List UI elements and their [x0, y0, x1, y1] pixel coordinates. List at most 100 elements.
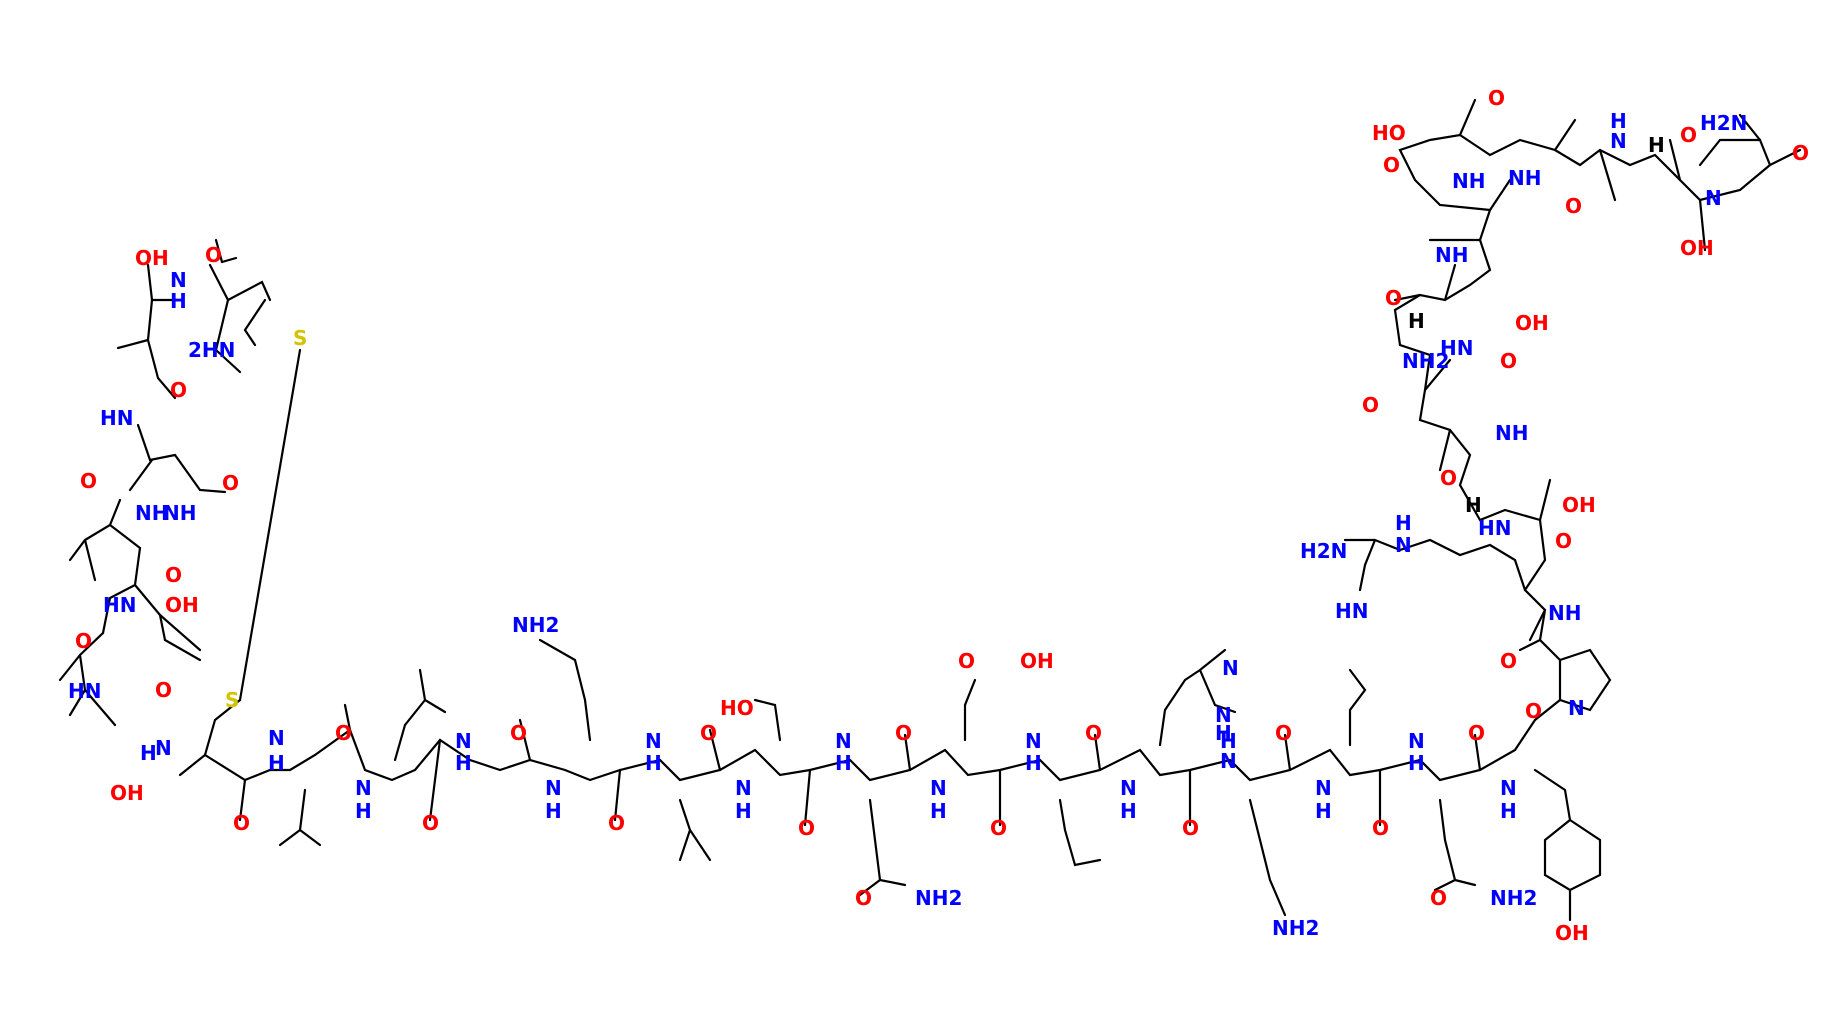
- carbonyl-o-label: O: [1372, 816, 1389, 840]
- carbonyl-o-label: O: [422, 811, 439, 835]
- gln-o-label: O: [1430, 886, 1447, 910]
- carbonyl-o-label: O: [1500, 349, 1517, 373]
- carbonyl-o-label: O: [700, 721, 717, 745]
- amide-n-label: N: [1500, 776, 1517, 800]
- stereo-h-label: H: [1408, 309, 1425, 333]
- sulfur-2-label: S: [225, 688, 239, 712]
- amide-h-label: H: [545, 799, 562, 823]
- glu-oh-label: OH: [1020, 649, 1054, 673]
- proline-n-label: N: [1568, 696, 1585, 720]
- thr-oh-label: OH: [1515, 311, 1549, 335]
- amide-h-label: H: [1220, 729, 1237, 753]
- amide-h-label: H: [930, 799, 947, 823]
- backbone-chain: O N H O N H O N H O N H NH2 O N H O HO N…: [233, 613, 1589, 945]
- amide-n-label: N: [835, 729, 852, 753]
- carbonyl-o-label: O: [798, 816, 815, 840]
- guanidine-n-label: N: [1395, 533, 1412, 557]
- carbonyl-o-label: O: [205, 243, 222, 267]
- carbonyl-o-label: O: [608, 811, 625, 835]
- gln-o-label: O: [855, 886, 872, 910]
- asn-o-label: O: [1362, 393, 1379, 417]
- gln-amide-label: NH2: [915, 886, 962, 910]
- nh-h-label: H: [170, 289, 187, 313]
- amide-n-label: N: [455, 729, 472, 753]
- amide-n-label: N: [355, 776, 372, 800]
- carbonyl-o-label: O: [1525, 699, 1542, 723]
- guanidine-amine-label: H2N: [1300, 539, 1347, 563]
- amide-h-label: H: [268, 751, 285, 775]
- carbonyl-o-label: O: [1488, 86, 1505, 110]
- ser-oh-label: OH: [165, 593, 199, 617]
- amide-nh-label: NH: [1495, 421, 1528, 445]
- carbonyl-o-label: O: [1500, 649, 1517, 673]
- carbonyl-o-label: O: [1275, 721, 1292, 745]
- carbonyl-o-label: O: [233, 811, 250, 835]
- amide-nh-label: HN: [68, 679, 101, 703]
- amide-h-label: H: [735, 799, 752, 823]
- amide-nh-label: HN: [1478, 516, 1511, 540]
- amide-h-label: H: [1315, 799, 1332, 823]
- carbonyl-o-label: O: [165, 563, 182, 587]
- tyr-oh-label: OH: [1555, 921, 1589, 945]
- amide-nh-label: NH: [1508, 166, 1541, 190]
- amide-n-label: N: [1120, 776, 1137, 800]
- imidazole-n-label: N: [1222, 656, 1239, 680]
- carbonyl-o-label: O: [170, 378, 187, 402]
- amide-h-label: H: [1120, 799, 1137, 823]
- amide-h-label: H: [645, 751, 662, 775]
- amide-n-label: N: [930, 776, 947, 800]
- amide-n-label: N: [1610, 129, 1627, 153]
- carbonyl-o-label: O: [75, 629, 92, 653]
- guanidine-imine-label: HN: [1335, 599, 1368, 623]
- amide-h-label: H: [1408, 751, 1425, 775]
- gln-amide-label: NH2: [1490, 886, 1537, 910]
- stereo-h-label: H: [1465, 493, 1482, 517]
- carbonyl-o-label: O: [1565, 194, 1582, 218]
- amide-n-label: N: [268, 726, 285, 750]
- amide-n-label: N: [1408, 729, 1425, 753]
- c-terminal-chain: O NH H2N N H HN O HN H OH O NH NH2 O O H…: [1300, 86, 1809, 673]
- n-terminal-loop: OH N H O 2HN S O HN O O NH NH O HN OH O …: [68, 243, 307, 805]
- lys-amine-label: NH2: [512, 613, 559, 637]
- amide-nh-label: NH: [1435, 243, 1468, 267]
- amide-nh-label: NH: [1452, 169, 1485, 193]
- terminal-carbonyl-o-label: O: [1792, 141, 1809, 165]
- amide-nh-label: HN: [103, 593, 136, 617]
- ser-oh-label: OH: [135, 246, 169, 270]
- imidazole-nh-label: N: [1215, 703, 1232, 727]
- amide-n-label: N: [645, 729, 662, 753]
- carbonyl-o-label: O: [1385, 286, 1402, 310]
- guanidine-h-label: H: [1395, 511, 1412, 535]
- proline-n-label: N: [1705, 186, 1722, 210]
- carbonyl-o-label: O: [1085, 721, 1102, 745]
- ser-oh-label: HO: [1372, 121, 1406, 145]
- stereo-h-label: H: [1648, 133, 1665, 157]
- thr-oh-label: OH: [1562, 493, 1596, 517]
- amide-n-label: N: [1315, 776, 1332, 800]
- amine-n-terminus-label: 2HN: [188, 338, 235, 362]
- thr-oh-label: OH: [110, 781, 144, 805]
- amide-h-label: H: [1610, 109, 1627, 133]
- carbonyl-o-label: O: [1680, 123, 1697, 147]
- amide-h-label: H: [355, 799, 372, 823]
- carbonyl-o-label: O: [80, 469, 97, 493]
- carbonyl-o-label: O: [990, 816, 1007, 840]
- amide-h-label: H: [455, 751, 472, 775]
- amide-n-label: N: [1025, 729, 1042, 753]
- amide-nh-label: NH: [163, 501, 196, 525]
- amide-h-label: H: [1500, 799, 1517, 823]
- carbonyl-o-label: O: [222, 471, 239, 495]
- amide-n-label: N: [545, 776, 562, 800]
- carbonyl-o-label: O: [510, 721, 527, 745]
- carbonyl-o-label: O: [1468, 721, 1485, 745]
- ser-oh-label: HO: [720, 696, 754, 720]
- asn-amide-label: NH2: [1402, 349, 1449, 373]
- amide-nh-label: HN: [100, 406, 133, 430]
- imidazole-h-label: H: [1215, 721, 1232, 745]
- thr-oh-label: OH: [1680, 236, 1714, 260]
- amide-h-label: H: [1025, 751, 1042, 775]
- amide-nh-label: HN: [1440, 336, 1473, 360]
- glu-o-label: O: [958, 649, 975, 673]
- nh-label: N: [170, 268, 187, 292]
